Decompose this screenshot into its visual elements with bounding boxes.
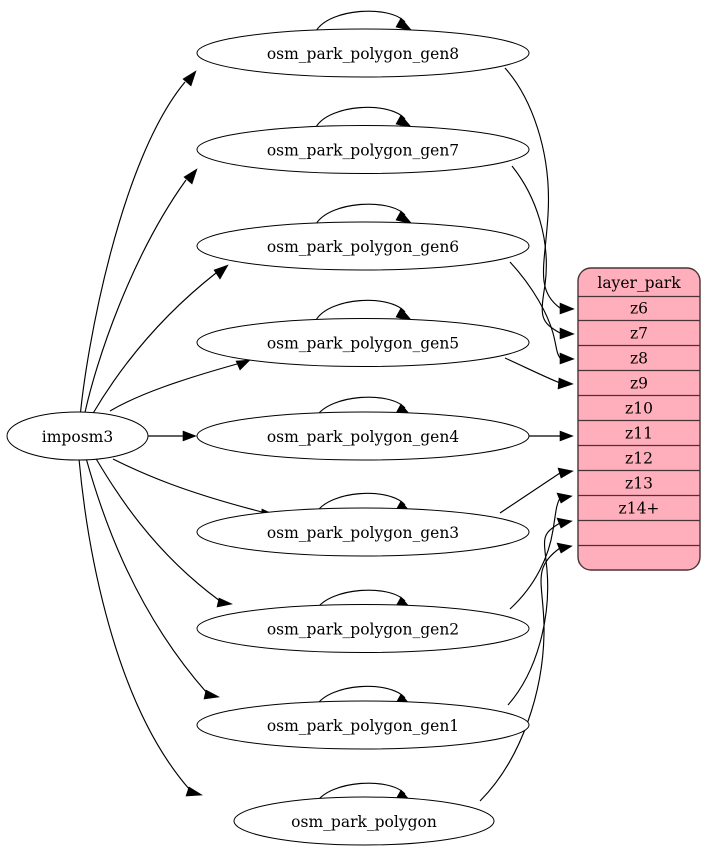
arrowhead-z6 [559,302,575,315]
self-loop-gen7 [315,106,413,129]
arrowhead-gen4 [182,430,197,442]
self-loop-gen8 [315,10,413,32]
table-header-label: layer_park [597,274,681,292]
arrowhead-gen7 [183,168,198,185]
edge-gen8-to-z6 [504,67,561,309]
self-loop-gen5 [315,299,413,322]
table-row-z8[interactable]: z8 [630,350,648,368]
arrowhead-gen8 [182,70,197,87]
node-osm_park_polygon[interactable]: osm_park_polygon [233,796,495,846]
gen4-ellipse[interactable] [196,411,530,461]
node-osm_park_polygon_gen3[interactable]: osm_park_polygon_gen3 [196,507,530,557]
arrowhead-z9 [557,377,574,390]
arrowhead-z7 [559,327,575,340]
edge-imposm3-to-gen2 [94,456,221,602]
gen5-label: osm_park_polygon_gen5 [267,335,459,353]
table-row-z12[interactable]: z12 [625,450,653,468]
self-loop-gen6 [315,203,413,225]
table-row-z10[interactable]: z10 [625,400,653,418]
arrowhead-gen5 [235,359,251,371]
edge-imposm3-to-gen6 [91,272,217,416]
gen8-label: osm_park_polygon_gen8 [267,45,459,63]
edge-gen6-to-z8 [509,261,561,359]
imposm3-ellipse[interactable] [6,411,149,461]
arrowhead-z11 [557,467,574,479]
arrowhead-z12 [556,492,573,504]
gen8-ellipse[interactable] [196,28,530,78]
gen2-label: osm_park_polygon_gen2 [267,621,459,639]
edge-gen5-to-z9 [504,357,561,384]
gen3-ellipse[interactable] [196,507,530,557]
node-osm_park_polygon_gen4[interactable]: osm_park_polygon_gen4 [196,411,530,461]
table-background [577,267,701,571]
edge-imposm3-to-gen8 [79,81,186,419]
gen7-ellipse[interactable] [196,125,530,174]
arrowhead-z13 [556,517,573,529]
polygon-ellipse[interactable] [233,796,495,846]
imposm3-label: imposm3 [42,428,113,446]
polygon-label: osm_park_polygon [291,813,437,831]
edge-imposm3-to-gen3 [112,458,263,513]
arrowhead-z14 [556,542,573,554]
arrowhead-z8 [559,352,575,365]
gen6-ellipse[interactable] [196,221,530,271]
edge-gen7-to-z7 [511,165,561,334]
gen1-ellipse[interactable] [196,700,530,750]
node-osm_park_polygon_gen2[interactable]: osm_park_polygon_gen2 [196,604,530,653]
edges-source-to-nodes [78,70,276,797]
table-row-z7[interactable]: z7 [630,325,648,343]
edge-gen1-to-z13 [507,522,561,706]
gen6-label: osm_park_polygon_gen6 [267,238,459,256]
edge-imposm3-to-gen7 [83,179,187,418]
table-row-z14plus[interactable]: z14+ [619,500,660,518]
node-imposm3[interactable]: imposm3 [6,411,149,461]
arrowhead-z10 [559,430,574,442]
node-osm_park_polygon_gen1[interactable]: osm_park_polygon_gen1 [196,700,530,750]
arrowhead-gen1 [203,689,220,700]
node-osm_park_polygon_gen6[interactable]: osm_park_polygon_gen6 [196,221,530,271]
gen7-label: osm_park_polygon_gen7 [267,142,459,160]
gen2-ellipse[interactable] [196,604,530,653]
edges-nodes-to-table [479,67,575,802]
gen5-ellipse[interactable] [196,318,530,367]
node-osm_park_polygon_gen8[interactable]: osm_park_polygon_gen8 [196,28,530,78]
table-row-z13[interactable]: z13 [625,475,653,493]
table-row-z11[interactable]: z11 [625,425,653,443]
node-osm_park_polygon_gen5[interactable]: osm_park_polygon_gen5 [196,318,530,367]
arrowhead-gen2 [216,597,233,608]
edge-polygon-to-z14 [479,547,561,802]
edge-imposm3-to-gen1 [85,457,208,694]
node-osm_park_polygon_gen7[interactable]: osm_park_polygon_gen7 [196,125,530,174]
arrowhead-gen6 [213,264,229,280]
layer-park-table[interactable]: layer_park z6 z7 z8 z9 z10 z11 z12 z13 z… [577,267,701,571]
edge-gen2-to-z12 [509,497,561,610]
edge-gen3-to-z11 [499,472,561,514]
edge-imposm3-to-polygon [78,458,191,791]
gen4-label: osm_park_polygon_gen4 [267,428,459,446]
arrowhead-polygon [185,786,203,797]
gen1-label: osm_park_polygon_gen1 [267,717,459,735]
edge-imposm3-to-gen5 [109,363,238,412]
gen3-label: osm_park_polygon_gen3 [267,524,459,542]
table-row-z6[interactable]: z6 [630,300,648,318]
table-row-z9[interactable]: z9 [630,375,648,393]
